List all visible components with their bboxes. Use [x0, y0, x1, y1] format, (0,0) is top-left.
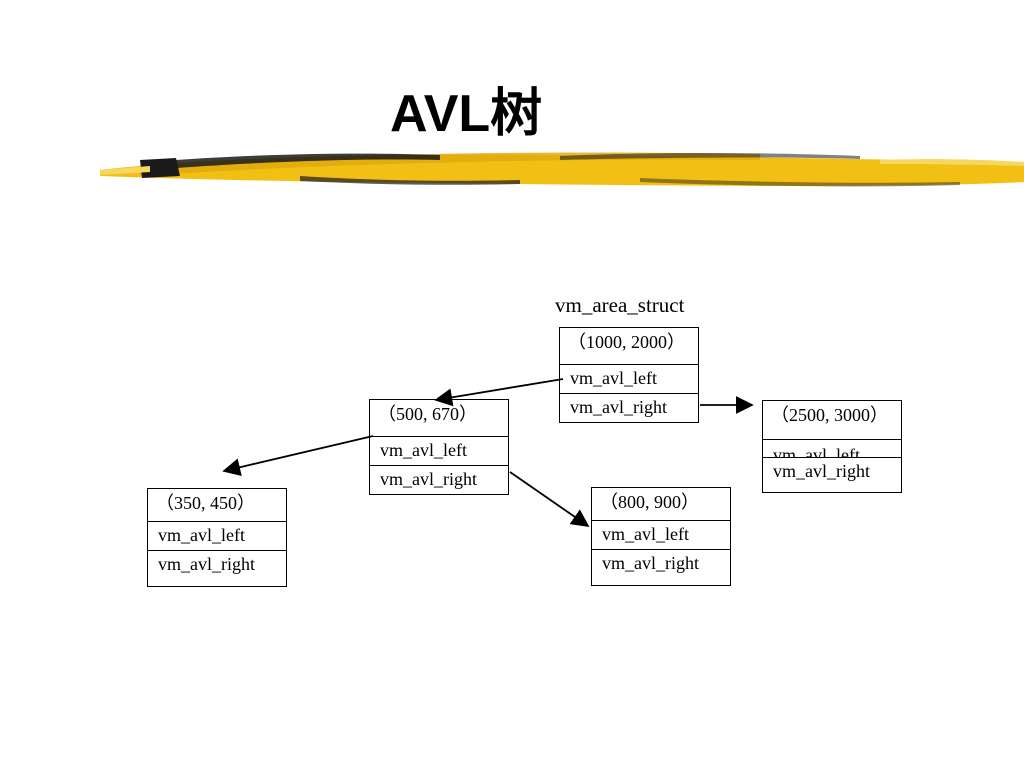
node-right-pointer: vm_avl_right	[370, 465, 508, 494]
node-left-pointer: vm_avl_left	[370, 436, 508, 465]
arrow-500-right	[509, 471, 590, 528]
node-left-pointer: vm_avl_left	[763, 439, 901, 457]
struct-label: vm_area_struct	[555, 293, 685, 317]
tree-node-500: （500, 670） vm_avl_left vm_avl_right	[369, 399, 509, 495]
arrow-500-left	[222, 435, 374, 477]
tree-node-root: （1000, 2000） vm_avl_left vm_avl_right	[559, 327, 699, 423]
node-right-pointer: vm_avl_right	[560, 393, 698, 422]
tree-node-800: （800, 900） vm_avl_left vm_avl_right	[591, 487, 731, 586]
node-key: （500, 670）	[378, 404, 477, 424]
node-right-pointer: vm_avl_right	[763, 457, 901, 491]
node-right-pointer: vm_avl_right	[148, 550, 286, 586]
brush-stroke-divider	[100, 152, 1024, 187]
node-key: （1000, 2000）	[568, 332, 685, 352]
node-left-pointer: vm_avl_left	[560, 364, 698, 393]
node-left-pointer: vm_avl_left	[148, 521, 286, 550]
node-right-pointer: vm_avl_right	[592, 549, 730, 585]
slide-title: AVL树	[390, 85, 543, 143]
tree-node-350: （350, 450） vm_avl_left vm_avl_right	[147, 488, 287, 587]
node-key: （800, 900）	[600, 492, 699, 512]
node-key: （350, 450）	[156, 493, 255, 513]
arrow-root-left	[434, 378, 564, 407]
node-key: （2500, 3000）	[771, 405, 888, 425]
tree-node-2500: （2500, 3000） vm_avl_left vm_avl_right	[762, 400, 902, 493]
node-left-pointer: vm_avl_left	[592, 520, 730, 549]
